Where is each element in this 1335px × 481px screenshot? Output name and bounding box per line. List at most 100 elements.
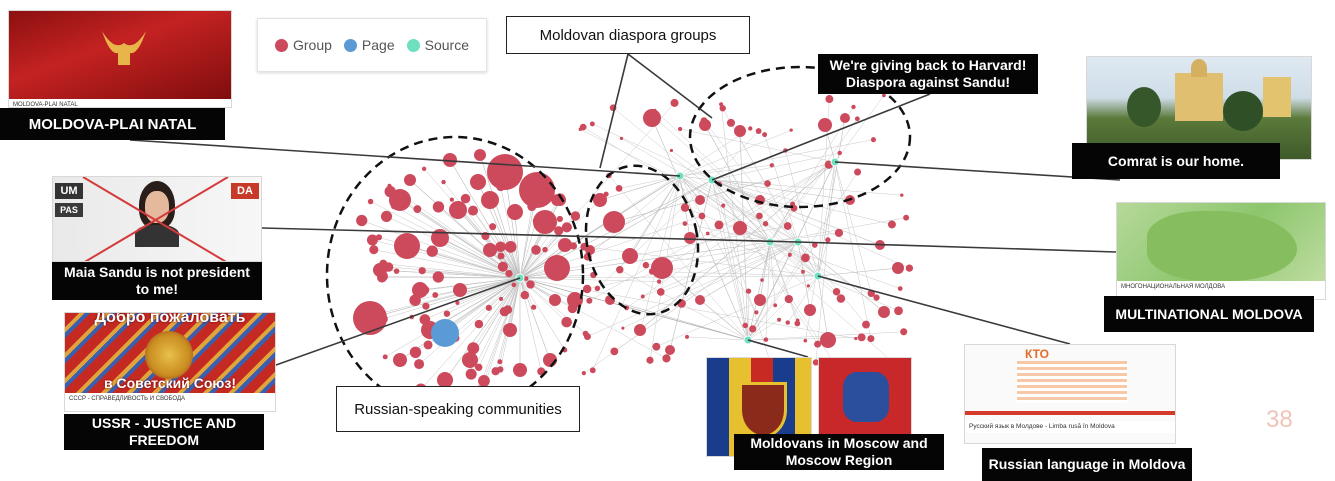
- group-node: [783, 222, 792, 230]
- group-node: [811, 242, 818, 248]
- group-node: [449, 197, 454, 202]
- group-node: [714, 220, 724, 230]
- group-node: [373, 263, 387, 277]
- ussr-banner-top: Добро пожаловать: [94, 312, 246, 326]
- cross-out-icon: [82, 177, 229, 261]
- group-node: [495, 241, 506, 253]
- group-node: [820, 332, 836, 348]
- connector-line: [711, 93, 931, 181]
- thumbnail-caption: МНОГОНАЦИОНАЛЬНАЯ МОЛДОВА: [1117, 281, 1325, 299]
- group-node: [804, 304, 816, 316]
- group-node: [670, 98, 679, 107]
- group-node: [870, 137, 876, 143]
- callout-moldova-plai-natal: MOLDOVA-PLAI NATAL: [0, 108, 225, 140]
- coat-of-arms-icon: [739, 382, 787, 438]
- group-node: [652, 342, 661, 351]
- group-node: [526, 280, 535, 289]
- saint-george-icon: [843, 372, 889, 422]
- group-node: [897, 286, 903, 291]
- thumbnail-ussr: Добро пожаловать в Советский Союз! СССР …: [64, 312, 276, 412]
- callout-connectors: [129, 53, 1121, 371]
- group-node: [497, 359, 503, 365]
- group-node: [468, 205, 479, 216]
- group-node: [634, 324, 646, 336]
- group-node: [726, 118, 735, 127]
- group-node: [443, 153, 457, 167]
- connector-line: [747, 339, 809, 358]
- group-node: [640, 294, 645, 299]
- connector-line: [599, 53, 629, 169]
- group-node: [760, 278, 764, 282]
- group-node: [474, 319, 484, 329]
- group-node: [905, 264, 914, 272]
- group-node: [615, 184, 623, 192]
- group-node: [423, 340, 433, 350]
- group-node: [801, 253, 810, 263]
- group-node: [733, 221, 747, 235]
- group-node: [745, 288, 752, 294]
- legend-label-source: Source: [424, 37, 469, 53]
- badge-um: UM: [55, 183, 83, 199]
- legend-swatch-source: [406, 38, 420, 52]
- group-node: [554, 226, 564, 236]
- group-node: [787, 252, 792, 257]
- group-node: [533, 210, 557, 234]
- group-node: [542, 246, 548, 253]
- portrait: [131, 181, 183, 247]
- group-node: [503, 323, 517, 337]
- group-node: [584, 333, 591, 341]
- group-node: [353, 301, 387, 335]
- group-node: [742, 322, 749, 329]
- group-node: [862, 320, 870, 329]
- group-node: [825, 237, 831, 243]
- group-node: [475, 363, 483, 372]
- thumbnail-comrat: [1086, 56, 1312, 160]
- thumbnail-caption: MOLDOVA-PLAI NATAL: [9, 99, 231, 107]
- group-node: [513, 363, 527, 377]
- group-node: [699, 119, 711, 131]
- group-node: [832, 287, 841, 296]
- group-node: [586, 297, 593, 304]
- group-node: [421, 166, 427, 171]
- group-node: [504, 240, 517, 253]
- group-node: [851, 104, 856, 110]
- connector-line: [261, 277, 521, 371]
- group-node: [380, 210, 393, 223]
- group-node: [789, 128, 793, 132]
- group-node: [854, 116, 860, 122]
- group-node: [642, 261, 650, 269]
- church-building: [1175, 73, 1223, 121]
- network-nodes: [353, 93, 914, 396]
- group-node: [719, 105, 726, 112]
- legend: Group Page Source: [257, 18, 487, 72]
- group-node: [764, 180, 771, 187]
- group-node: [432, 201, 445, 213]
- group-node: [511, 282, 517, 288]
- group-node: [777, 317, 782, 322]
- group-node: [460, 193, 471, 204]
- group-node: [682, 221, 688, 226]
- group-node: [806, 284, 811, 288]
- group-node: [422, 302, 430, 310]
- group-node: [622, 248, 638, 264]
- group-node: [594, 285, 601, 292]
- group-node: [505, 269, 513, 278]
- group-node: [561, 316, 572, 328]
- group-node: [453, 283, 467, 297]
- callout-russian-language: Russian language in Moldova: [982, 448, 1192, 481]
- cluster-outline-diaspora-top: [688, 65, 912, 209]
- connector-line: [797, 241, 1117, 253]
- group-node: [754, 310, 759, 315]
- callout-ussr: USSR - JUSTICE AND FREEDOM: [64, 414, 264, 450]
- group-node: [519, 172, 555, 208]
- thumbnail-multinational-moldova: МНОГОНАЦИОНАЛЬНАЯ МОЛДОВА: [1116, 202, 1326, 300]
- group-node: [412, 282, 428, 298]
- group-node: [556, 215, 563, 223]
- ussr-banner-bottom: в Советский Союз!: [104, 375, 236, 391]
- soviet-emblem-icon: [145, 331, 193, 379]
- group-node: [755, 128, 762, 134]
- group-node: [449, 201, 467, 219]
- group-node: [467, 342, 480, 355]
- group-node: [503, 305, 513, 315]
